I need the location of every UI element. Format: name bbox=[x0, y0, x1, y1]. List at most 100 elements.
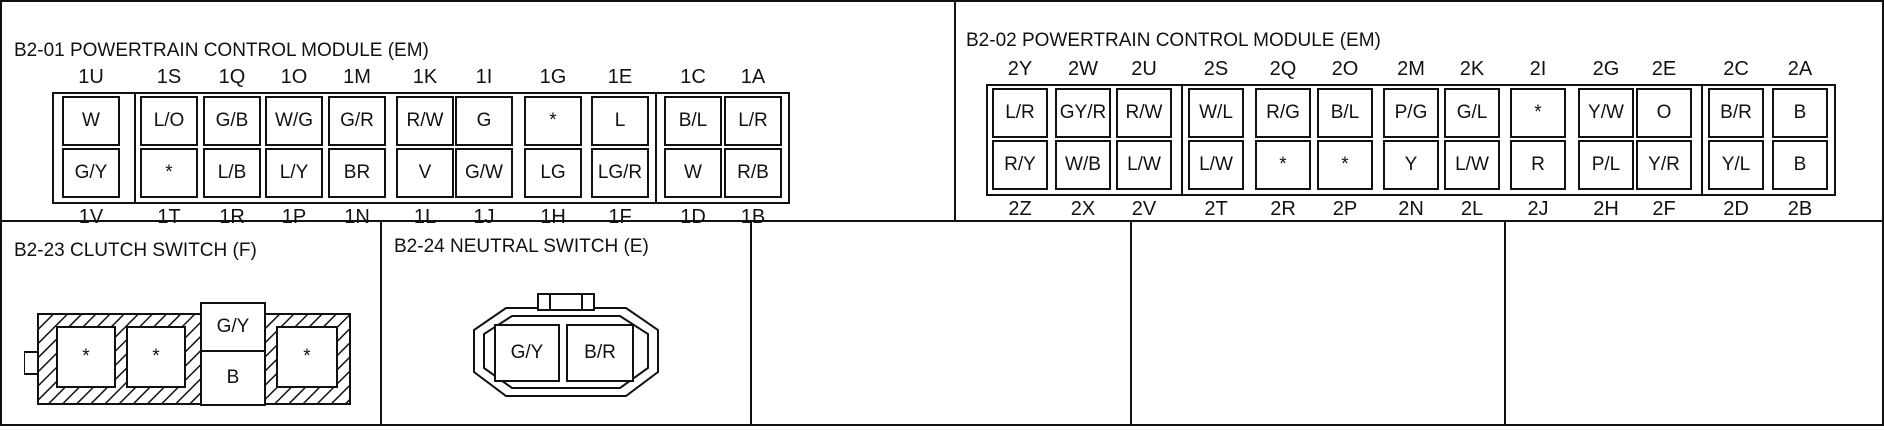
wire-cell-bottom: L/B bbox=[203, 148, 261, 198]
pin-label-bottom: 2R bbox=[1270, 198, 1296, 220]
wire-cell-top: L bbox=[591, 96, 649, 146]
pin-label-top: 1K bbox=[412, 66, 438, 88]
b2-23-cell-5: * bbox=[276, 326, 338, 388]
wire-cell-top: P/G bbox=[1383, 88, 1439, 138]
wire-cell-top: G/B bbox=[203, 96, 261, 146]
wire-cell-bottom: R bbox=[1510, 140, 1566, 190]
pin-label-bottom: 2X bbox=[1070, 198, 1096, 220]
panel-empty-3 bbox=[1504, 220, 1884, 426]
wire-cell-bottom: L/W bbox=[1188, 140, 1244, 190]
wire-cell-bottom: G/Y bbox=[62, 148, 120, 198]
b2-23-cell-1: * bbox=[56, 326, 116, 388]
pin-label-bottom: 2J bbox=[1527, 198, 1549, 220]
pin-label-top: 2G bbox=[1592, 58, 1620, 80]
pin-label-bottom: 1B bbox=[740, 206, 766, 228]
wire-cell-bottom: V bbox=[396, 148, 454, 198]
connector-separator bbox=[134, 92, 136, 204]
wire-cell-top: G/R bbox=[328, 96, 386, 146]
pin-label-bottom: 2H bbox=[1593, 198, 1619, 220]
wire-cell-bottom: W/B bbox=[1055, 140, 1111, 190]
pin-label-bottom: 2F bbox=[1652, 198, 1676, 220]
wire-cell-top: Y/W bbox=[1578, 88, 1634, 138]
wire-cell-top: W/L bbox=[1188, 88, 1244, 138]
b2-23-cell-4: B bbox=[200, 350, 266, 406]
pin-label-bottom: 1H bbox=[540, 206, 566, 228]
pin-label-bottom: 1V bbox=[78, 206, 104, 228]
pin-label-top: 2Q bbox=[1269, 58, 1297, 80]
panel-empty-1 bbox=[750, 220, 1132, 426]
b2-23-cell-3: G/Y bbox=[200, 302, 266, 352]
wire-cell-top: B/R bbox=[1708, 88, 1764, 138]
pin-label-top: 2C bbox=[1723, 58, 1749, 80]
pin-label-top: 1G bbox=[539, 66, 567, 88]
pin-label-top: 2S bbox=[1203, 58, 1229, 80]
pin-label-top: 2M bbox=[1397, 58, 1425, 80]
pin-label-bottom: 1N bbox=[344, 206, 370, 228]
wire-cell-top: GY/R bbox=[1055, 88, 1111, 138]
wire-cell-top: * bbox=[524, 96, 582, 146]
pin-label-top: 1Q bbox=[218, 66, 246, 88]
pin-label-bottom: 2V bbox=[1131, 198, 1157, 220]
pin-label-bottom: 1J bbox=[473, 206, 495, 228]
wire-cell-top: R/W bbox=[1116, 88, 1172, 138]
wire-cell-bottom: P/L bbox=[1578, 140, 1634, 190]
pin-label-bottom: 1F bbox=[608, 206, 632, 228]
b2-01-housing bbox=[52, 92, 790, 204]
wire-cell-bottom: L/W bbox=[1444, 140, 1500, 190]
pin-label-top: 2K bbox=[1459, 58, 1485, 80]
wire-cell-bottom: BR bbox=[328, 148, 386, 198]
wire-cell-bottom: L/Y bbox=[265, 148, 323, 198]
pin-label-bottom: 2D bbox=[1723, 198, 1749, 220]
pin-label-bottom: 1D bbox=[680, 206, 706, 228]
b2-02-housing bbox=[986, 84, 1836, 196]
wire-cell-bottom: LG bbox=[524, 148, 582, 198]
wire-cell-top: R/W bbox=[396, 96, 454, 146]
pin-label-top: 2I bbox=[1529, 58, 1547, 80]
wire-cell-bottom: G/W bbox=[455, 148, 513, 198]
wire-cell-bottom: W bbox=[664, 148, 722, 198]
pin-label-top: 2Y bbox=[1007, 58, 1033, 80]
wire-cell-bottom: L/W bbox=[1116, 140, 1172, 190]
pin-label-top: 1M bbox=[343, 66, 371, 88]
pin-label-top: 2E bbox=[1651, 58, 1677, 80]
wire-cell-top: L/O bbox=[140, 96, 198, 146]
panel-empty-2 bbox=[1130, 220, 1506, 426]
wire-cell-bottom: LG/R bbox=[591, 148, 649, 198]
wire-cell-bottom: Y/R bbox=[1636, 140, 1692, 190]
pin-label-top: 1A bbox=[740, 66, 766, 88]
connector-separator bbox=[655, 92, 657, 204]
b2-24-cell-2: B/R bbox=[566, 324, 634, 382]
pin-label-top: 1I bbox=[475, 66, 493, 88]
wire-cell-bottom: R/Y bbox=[992, 140, 1048, 190]
wire-cell-top: L/R bbox=[992, 88, 1048, 138]
connector-separator bbox=[1701, 84, 1703, 196]
b2-24-title: B2-24 NEUTRAL SWITCH (E) bbox=[394, 236, 649, 257]
pin-label-bottom: 2B bbox=[1787, 198, 1813, 220]
wire-cell-top: O bbox=[1636, 88, 1692, 138]
wire-cell-bottom: Y bbox=[1383, 140, 1439, 190]
pin-label-top: 1O bbox=[280, 66, 308, 88]
wire-cell-top: G/L bbox=[1444, 88, 1500, 138]
wire-cell-bottom: B bbox=[1772, 140, 1828, 190]
b2-01-title: B2-01 POWERTRAIN CONTROL MODULE (EM) bbox=[14, 40, 429, 61]
wire-cell-top: W/G bbox=[265, 96, 323, 146]
pin-label-bottom: 1T bbox=[157, 206, 181, 228]
wire-cell-top: R/G bbox=[1255, 88, 1311, 138]
wire-cell-top: B bbox=[1772, 88, 1828, 138]
pin-label-top: 1E bbox=[607, 66, 633, 88]
wire-cell-top: B/L bbox=[664, 96, 722, 146]
pin-label-bottom: 2Z bbox=[1008, 198, 1032, 220]
pin-label-top: 2U bbox=[1131, 58, 1157, 80]
wire-cell-bottom: * bbox=[1317, 140, 1373, 190]
pin-label-top: 2O bbox=[1331, 58, 1359, 80]
pin-label-top: 2W bbox=[1068, 58, 1098, 80]
pin-label-bottom: 2N bbox=[1398, 198, 1424, 220]
pin-label-top: 1S bbox=[156, 66, 182, 88]
wire-cell-top: B/L bbox=[1317, 88, 1373, 138]
pin-label-bottom: 2T bbox=[1204, 198, 1228, 220]
wire-cell-bottom: * bbox=[140, 148, 198, 198]
wire-cell-bottom: * bbox=[1255, 140, 1311, 190]
wire-cell-top: L/R bbox=[724, 96, 782, 146]
connector-separator bbox=[1181, 84, 1183, 196]
b2-24-cell-1: G/Y bbox=[494, 324, 560, 382]
